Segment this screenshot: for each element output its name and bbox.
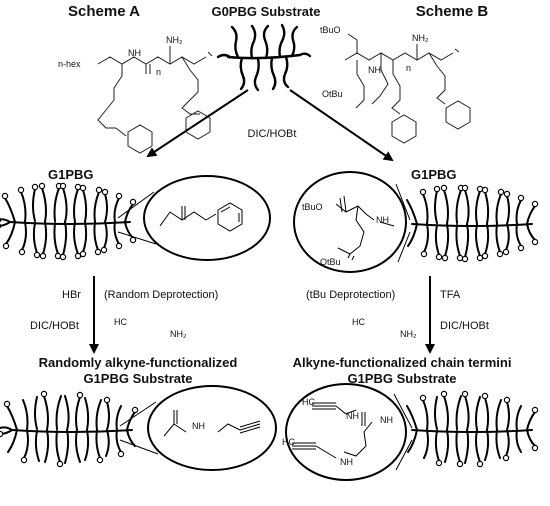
- otbu-label-bubble: OtBu: [320, 257, 341, 267]
- random-deprotection-label: (Random Deprotection): [104, 289, 219, 301]
- n-subscript-a: n: [156, 67, 162, 77]
- tbu-deprotection-label: (tBu Deprotection): [306, 289, 396, 301]
- g1pbg-right-dendrimer-graphic: [406, 184, 539, 263]
- coupling-step-label: DIC/HOBt: [247, 128, 297, 140]
- propargylamine-nh2-left: NH₂: [170, 329, 187, 339]
- nh-label-bubble-bottom-a: NH: [192, 421, 205, 431]
- nh-label-bubble-b: NH: [376, 215, 389, 225]
- right-product-title-line2: G1PBG Substrate: [347, 371, 457, 386]
- propargylamine-hc-left: HC: [114, 317, 127, 327]
- reaction-arrows: [89, 89, 435, 354]
- scheme-b-monomer-structure: [344, 33, 471, 144]
- g1pbg-right-title: G1PBG: [411, 167, 457, 182]
- g0pbg-substrate-graphic: [216, 23, 312, 92]
- propargylamine-nh2-right: NH₂: [400, 329, 417, 339]
- nh-label-a: NH: [128, 48, 141, 58]
- dic-hobt-right-label: DIC/HOBt: [440, 320, 489, 332]
- nh2-label-a: NH₂: [166, 35, 183, 45]
- nh2-label-b: NH₂: [412, 33, 429, 43]
- n-hex-label: n-hex: [58, 59, 81, 69]
- scheme-b-title: Scheme B: [415, 3, 489, 20]
- tfa-step-label: TFA: [440, 289, 461, 301]
- scheme-b-zoom-bubble-bottom: [285, 383, 413, 481]
- g0pbg-substrate-title: G0PBG Substrate: [211, 4, 321, 19]
- hc-label-bubble-bottom-b1: HC: [302, 397, 315, 407]
- right-product-title-line1: Alkyne-functionalized chain termini: [292, 355, 512, 370]
- scheme-a-monomer-structure: [97, 46, 213, 154]
- nh-label-bubble-bottom-b3: NH: [380, 415, 393, 425]
- dic-hobt-left-label: DIC/HOBt: [30, 320, 79, 332]
- nh-label-bubble-bottom-b2: NH: [340, 457, 353, 467]
- scheme-a-zoom-bubble-top: [117, 175, 271, 261]
- arrow-to-scheme-a: [146, 89, 249, 158]
- g1pbg-left-title: G1PBG: [48, 167, 94, 182]
- tbuo-label-monomer: tBuO: [320, 25, 341, 35]
- hc-label-bubble-bottom-b2: HC: [282, 437, 295, 447]
- scheme-a-zoom-bubble-bottom: [119, 385, 277, 471]
- n-subscript-b: n: [406, 63, 412, 73]
- arrow-to-scheme-b: [289, 89, 394, 162]
- alkyne-right-dendrimer-graphic: [406, 390, 539, 468]
- otbu-label-monomer: OtBu: [322, 89, 343, 99]
- left-product-title-line2: G1PBG Substrate: [83, 371, 193, 386]
- scheme-a-title: Scheme A: [68, 3, 140, 20]
- scheme-b-zoom-bubble-top: [293, 171, 411, 273]
- g1pbg-left-dendrimer-graphic: [0, 182, 137, 261]
- alkyne-left-dendrimer-graphic: [0, 390, 139, 468]
- tbuo-label-bubble: tBuO: [302, 202, 323, 212]
- nh-label-bubble-bottom-b1: NH: [346, 411, 359, 421]
- propargylamine-hc-right: HC: [352, 317, 365, 327]
- nh-label-b: NH: [368, 65, 381, 75]
- left-product-title-line1: Randomly alkyne-functionalized: [38, 355, 238, 370]
- hbr-step-label: HBr: [62, 289, 81, 301]
